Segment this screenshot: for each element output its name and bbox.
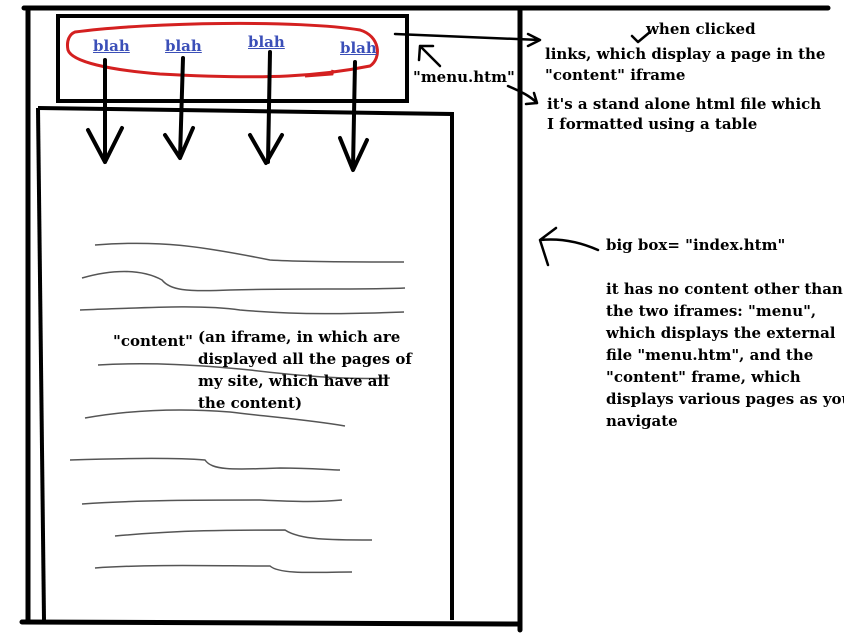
menu-link-4[interactable]: blah — [340, 39, 377, 57]
menu-box — [56, 14, 409, 103]
down-arrow-2 — [163, 56, 195, 160]
index-description: it has no content other than the two ifr… — [606, 280, 844, 430]
menu-link-2[interactable]: blah — [165, 37, 202, 55]
annotation-arrows — [393, 30, 652, 267]
index-arrow — [538, 226, 600, 267]
down-arrow-3 — [248, 50, 284, 165]
links-description: links, which display a page in the "cont… — [545, 45, 826, 84]
content-scribbles — [69, 242, 406, 574]
when-clicked-tick — [630, 30, 652, 44]
menu-label-arrow — [417, 44, 442, 68]
when-clicked-note: when clicked — [646, 20, 756, 38]
index-title: big box= "index.htm" — [606, 236, 786, 254]
down-arrow-1 — [86, 58, 124, 164]
menu-htm-label: "menu.htm" — [413, 68, 515, 86]
menu-link-3[interactable]: blah — [248, 33, 285, 51]
links-highlight-tick — [304, 69, 335, 78]
standalone-description: it's a stand alone html file which I for… — [547, 95, 822, 133]
index-box — [19, 5, 831, 633]
content-box — [36, 106, 454, 621]
down-arrow-4 — [338, 60, 369, 172]
menu-link-1[interactable]: blah — [93, 37, 130, 55]
standalone-arrow — [506, 84, 539, 106]
links-arrow — [393, 32, 542, 48]
down-arrows — [86, 50, 369, 172]
content-description: (an iframe, in which are displayed all t… — [198, 328, 412, 412]
content-label: "content" — [113, 332, 193, 350]
